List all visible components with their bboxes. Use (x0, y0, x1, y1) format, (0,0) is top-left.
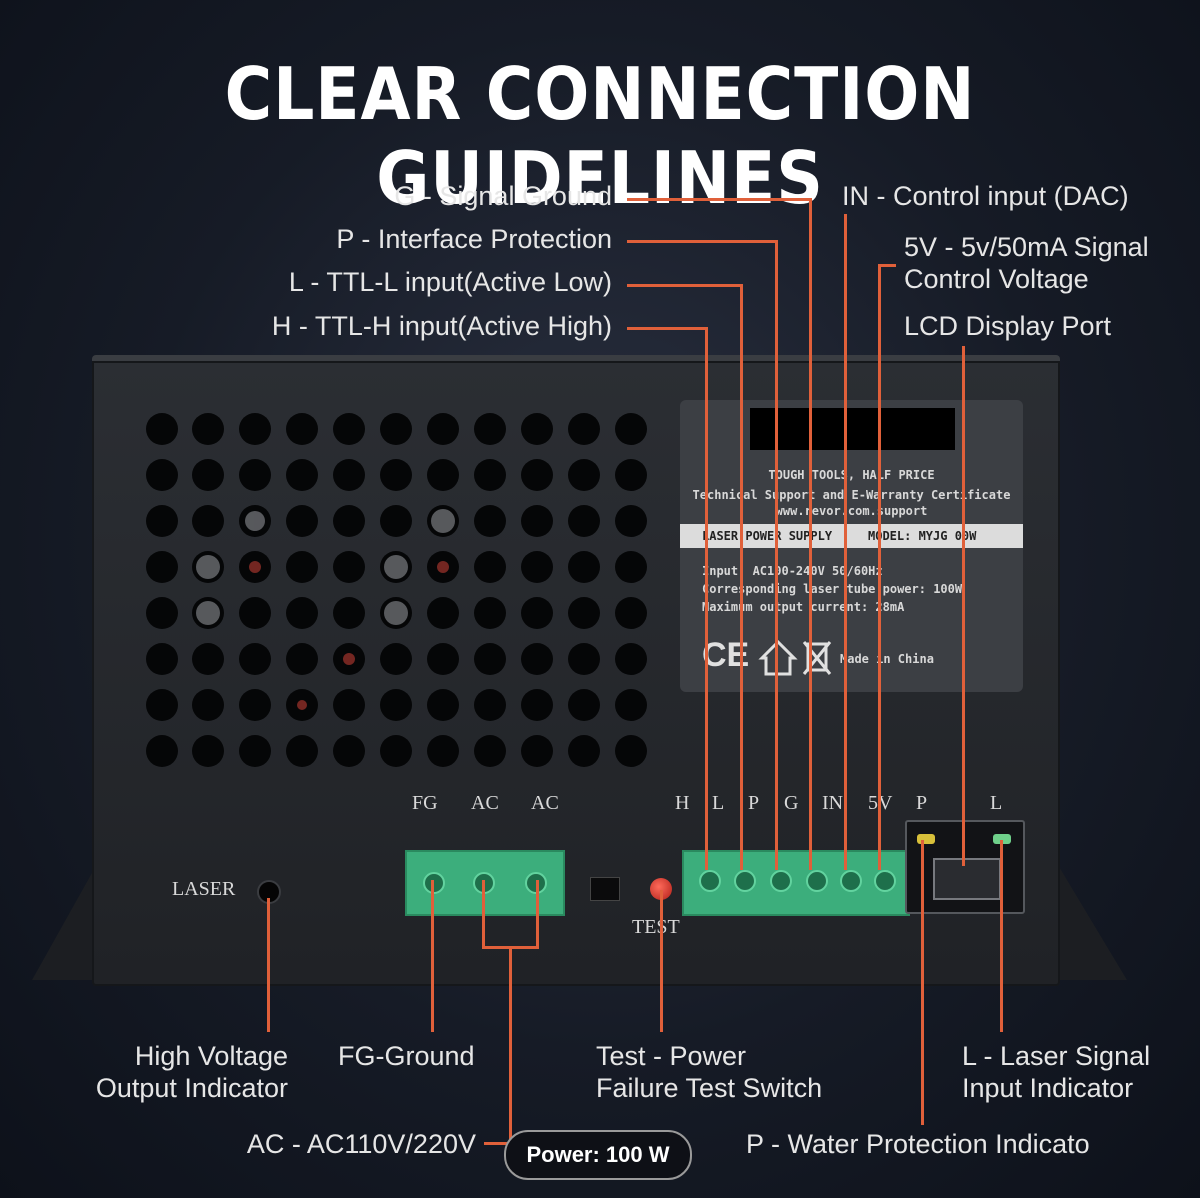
pin-label-in: IN (822, 792, 844, 814)
sticker-slogan: TOUGH TOOLS, HALF PRICE (768, 468, 935, 482)
leader-fg-v (431, 880, 434, 1032)
leader-p-v (775, 240, 778, 870)
certification-icons (758, 639, 832, 676)
label-5v-line1: 5V - 5v/50mA Signal (904, 232, 1149, 262)
label-hv-line1: High Voltage (134, 1041, 288, 1071)
laser-label: LASER (172, 878, 236, 900)
right-mounting-foot (1052, 855, 1127, 980)
in-screw[interactable] (840, 870, 862, 892)
redacted-logo (750, 408, 955, 450)
leader-p-h (627, 240, 777, 243)
leader-hv-v (267, 898, 270, 1032)
label-hv-line2: Output Indicator (95, 1073, 288, 1103)
g-screw[interactable] (806, 870, 828, 892)
label-laser-signal-line2: Input Indicator (962, 1073, 1134, 1103)
leader-water-v (921, 840, 924, 1125)
pin-label-h: H (675, 792, 690, 814)
pin-label-fg: FG (412, 792, 438, 814)
test-label: TEST (632, 916, 680, 938)
label-h-ttl-high: H - TTL-H input(Active High) (271, 311, 612, 341)
leader-laser-signal-v (1000, 840, 1003, 1032)
sticker-max-current: Maximum output current: 28mA (702, 600, 905, 614)
port-label-p: P (916, 792, 928, 814)
l-screw[interactable] (734, 870, 756, 892)
label-test-line2: Failure Test Switch (596, 1073, 823, 1103)
sticker-model: MODEL: MYJG 00W (868, 529, 977, 543)
leader-test-v (660, 890, 663, 1032)
sticker-model-band: LASER POWER SUPPLY MODEL: MYJG 00W (680, 524, 1023, 548)
vent-grille (146, 413, 647, 767)
port-label-l: L (990, 792, 1003, 814)
pin-label-p: P (748, 792, 760, 814)
pin-label-ac1: AC (471, 792, 499, 814)
p-screw[interactable] (770, 870, 792, 892)
leader-g-v (809, 198, 812, 870)
h-screw[interactable] (699, 870, 721, 892)
label-in-control-input: IN - Control input (DAC) (842, 181, 1129, 211)
leader-l-v (740, 284, 743, 870)
pin-label-ac2: AC (531, 792, 559, 814)
rj45-socket[interactable] (933, 858, 1001, 900)
power-badge: Power: 100 W (504, 1130, 692, 1180)
pin-label-g: G (784, 792, 799, 814)
sticker-input: Input: AC100-240V 50/60Hz (702, 564, 883, 578)
sticker-url: www.revor.com.support (775, 504, 928, 518)
label-water-protection: P - Water Protection Indicato (746, 1129, 1090, 1159)
label-g-signal-ground: G - Signal Ground (394, 181, 612, 211)
mode-switch[interactable] (590, 877, 620, 901)
leader-in-v (844, 214, 847, 870)
laser-signal-led (993, 834, 1011, 844)
water-protection-led (917, 834, 935, 844)
leader-ac-h (484, 1142, 512, 1145)
leader-h-v (705, 327, 708, 870)
sticker-tube-power: Corresponding laser tube power: 100W (702, 582, 963, 596)
leader-lcd-v (962, 346, 965, 866)
leader-5v-v (878, 264, 881, 870)
label-ac-input: AC - AC110V/220V (246, 1129, 476, 1159)
ac-terminal-block[interactable] (405, 850, 565, 916)
leader-g-h (627, 198, 811, 201)
label-5v-line2: Control Voltage (904, 264, 1089, 294)
leader-5v-h (878, 264, 896, 267)
leader-ac-v (509, 946, 512, 1144)
product-label-sticker: TOUGH TOOLS, HALF PRICE Technical Suppor… (680, 400, 1023, 692)
lcd-display-port[interactable] (905, 820, 1025, 914)
sticker-made-in: Made in China (840, 652, 934, 666)
label-lcd-port: LCD Display Port (904, 311, 1112, 341)
sticker-product: LASER POWER SUPPLY (702, 529, 833, 543)
leader-ac1-v (482, 880, 485, 948)
label-test-line1: Test - Power (596, 1041, 747, 1071)
5v-screw[interactable] (874, 870, 896, 892)
test-button[interactable] (650, 878, 672, 900)
pin-label-l: L (712, 792, 725, 814)
leader-ac2-v (536, 880, 539, 948)
sticker-support: Technical Support and E-Warranty Certifi… (692, 488, 1011, 502)
label-p-interface-protection: P - Interface Protection (336, 224, 612, 254)
label-fg-ground: FG-Ground (338, 1041, 475, 1071)
high-voltage-indicator-led (257, 880, 281, 904)
fg-screw[interactable] (423, 872, 445, 894)
signal-terminal-block[interactable] (682, 850, 910, 916)
label-l-ttl-low: L - TTL-L input(Active Low) (288, 267, 612, 297)
leader-l-h (627, 284, 742, 287)
leader-h-h (627, 327, 707, 330)
label-laser-signal-line1: L - Laser Signal (962, 1041, 1151, 1071)
page-title: CLEAR CONNECTION GUIDELINES (224, 52, 976, 220)
